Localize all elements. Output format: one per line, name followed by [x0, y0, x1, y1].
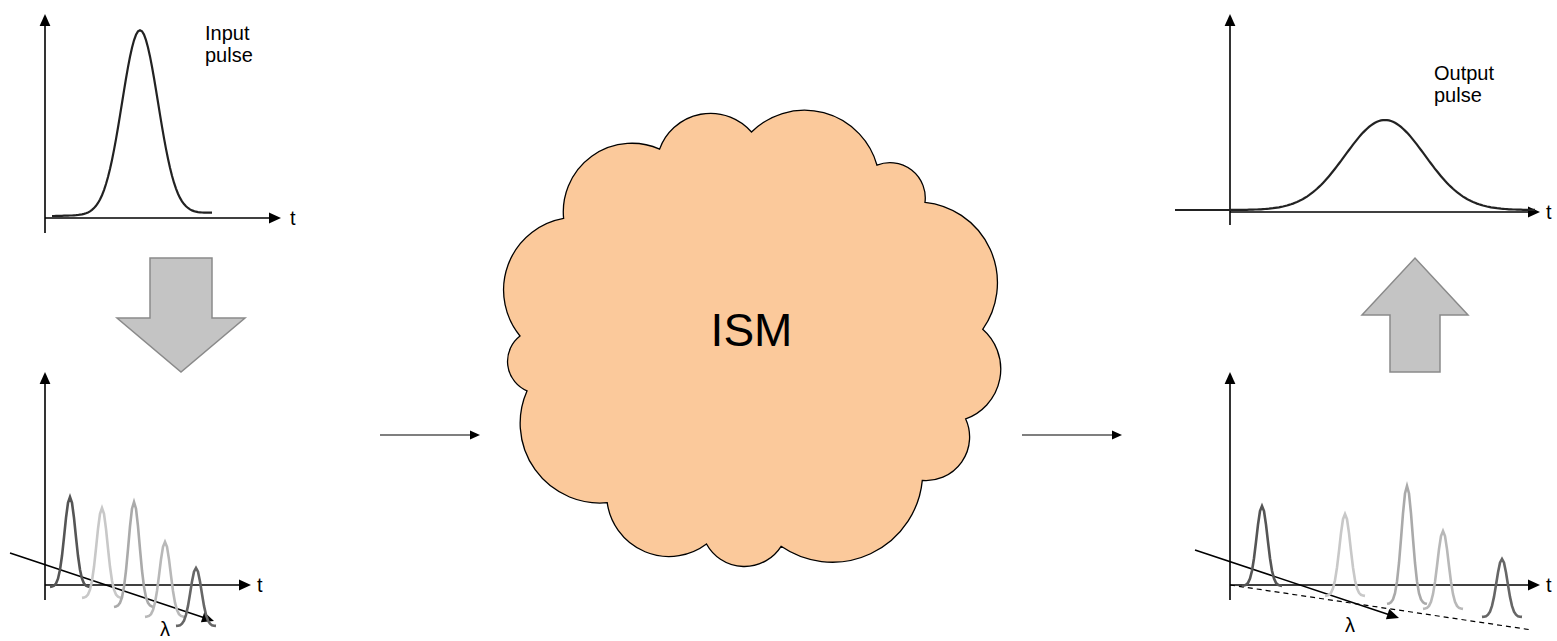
- plot-title: Output pulse: [1434, 62, 1514, 106]
- axis-arrowhead: [269, 213, 281, 224]
- t-axis: [45, 217, 275, 219]
- axis-arrowhead: [1225, 14, 1236, 26]
- axis-label: t: [1546, 574, 1552, 596]
- spectral-component: [145, 542, 185, 617]
- cloud-fill: [504, 110, 1001, 566]
- output-arrow: [1022, 434, 1114, 435]
- spectral-component: [1242, 506, 1282, 586]
- axis-label: t: [257, 574, 263, 596]
- axis-arrowhead: [1528, 580, 1540, 591]
- axis-label: λ: [1345, 614, 1355, 636]
- axis-label: t: [1546, 201, 1552, 223]
- dispersion-guide: [1230, 585, 1532, 630]
- arrowhead: [470, 431, 480, 440]
- spectral-component: [176, 568, 216, 626]
- plot-title: Input pulse: [205, 22, 285, 66]
- axis-arrowhead: [40, 372, 51, 384]
- spectral-component: [82, 508, 122, 598]
- cloud-shape: ISM: [478, 90, 1025, 590]
- y-axis: [44, 378, 46, 600]
- axis-arrowhead: [239, 580, 251, 591]
- output-pulse-curve: [1175, 120, 1535, 210]
- spectral-component: [1325, 514, 1365, 596]
- lambda-axis: [1195, 550, 1390, 615]
- arrowhead: [1112, 431, 1122, 440]
- axis-arrowhead: [1386, 609, 1399, 619]
- node-label: ISM: [711, 303, 793, 357]
- spectral-component: [114, 502, 154, 607]
- t-axis: [1230, 211, 1532, 213]
- input-pulse-curve: [52, 30, 212, 216]
- axis-label: t: [290, 207, 296, 229]
- axis-arrowhead: [40, 14, 51, 26]
- axis-arrowhead: [1528, 207, 1540, 218]
- down-block-arrow: [117, 258, 245, 372]
- up-block-arrow: [1362, 258, 1468, 372]
- y-axis: [44, 20, 46, 233]
- y-axis: [1229, 378, 1231, 600]
- spectral-component: [1387, 486, 1427, 604]
- spectral-component: [50, 497, 90, 587]
- input-arrow: [380, 434, 472, 435]
- t-axis: [1230, 584, 1532, 586]
- axis-label: λ: [160, 618, 170, 640]
- spectral-component: [1423, 531, 1463, 609]
- axis-arrowhead: [1225, 372, 1236, 384]
- y-axis: [1229, 20, 1231, 225]
- spectral-component: [1482, 559, 1522, 617]
